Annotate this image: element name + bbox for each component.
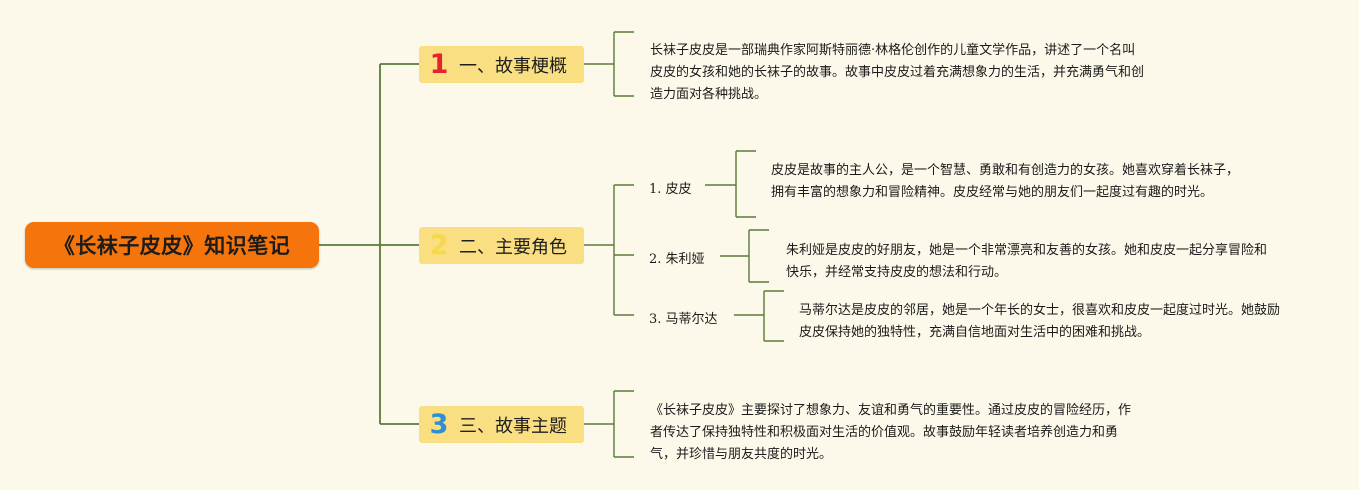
number-one-icon: 1: [429, 49, 449, 80]
branch-label: 一、故事梗概: [459, 55, 567, 77]
root-topic[interactable]: 《长袜子皮皮》知识笔记: [25, 222, 319, 268]
branch-label: 二、主要角色: [459, 236, 567, 258]
theme-text: 《长袜子皮皮》主要探讨了想象力、友谊和勇气的重要性。通过皮皮的冒险经历，作者传达…: [650, 403, 1132, 462]
root-title: 《长袜子皮皮》知识笔记: [53, 234, 291, 258]
branch-main-characters[interactable]: 2 二、主要角色: [419, 227, 584, 264]
character-description-pippi: 皮皮是故事的主人公，是一个智慧、勇敢和有创造力的女孩。她喜欢穿着长袜子，拥有丰富…: [771, 163, 1240, 200]
summary-text: 长袜子皮皮是一部瑞典作家阿斯特丽德·林格伦创作的儿童文学作品，讲述了一个名叫皮皮…: [650, 43, 1145, 102]
number-two-icon: 2: [429, 230, 449, 261]
branch-story-theme[interactable]: 3 三、故事主题: [419, 406, 584, 443]
branch-story-summary[interactable]: 1 一、故事梗概: [419, 46, 584, 83]
character-description-matilda: 马蒂尔达是皮皮的邻居，她是一个年长的女士，很喜欢和皮皮一起度过时光。她鼓励皮皮保…: [799, 303, 1281, 340]
character-label-julia[interactable]: 2. 朱利娅: [649, 252, 705, 267]
number-three-icon: 3: [429, 409, 449, 440]
character-label-pippi[interactable]: 1. 皮皮: [649, 182, 692, 197]
branch-label: 三、故事主题: [459, 415, 567, 437]
character-label-matilda[interactable]: 3. 马蒂尔达: [649, 312, 718, 327]
character-description-julia: 朱利娅是皮皮的好朋友，她是一个非常漂亮和友善的女孩。她和皮皮一起分享冒险和快乐，…: [786, 243, 1268, 280]
